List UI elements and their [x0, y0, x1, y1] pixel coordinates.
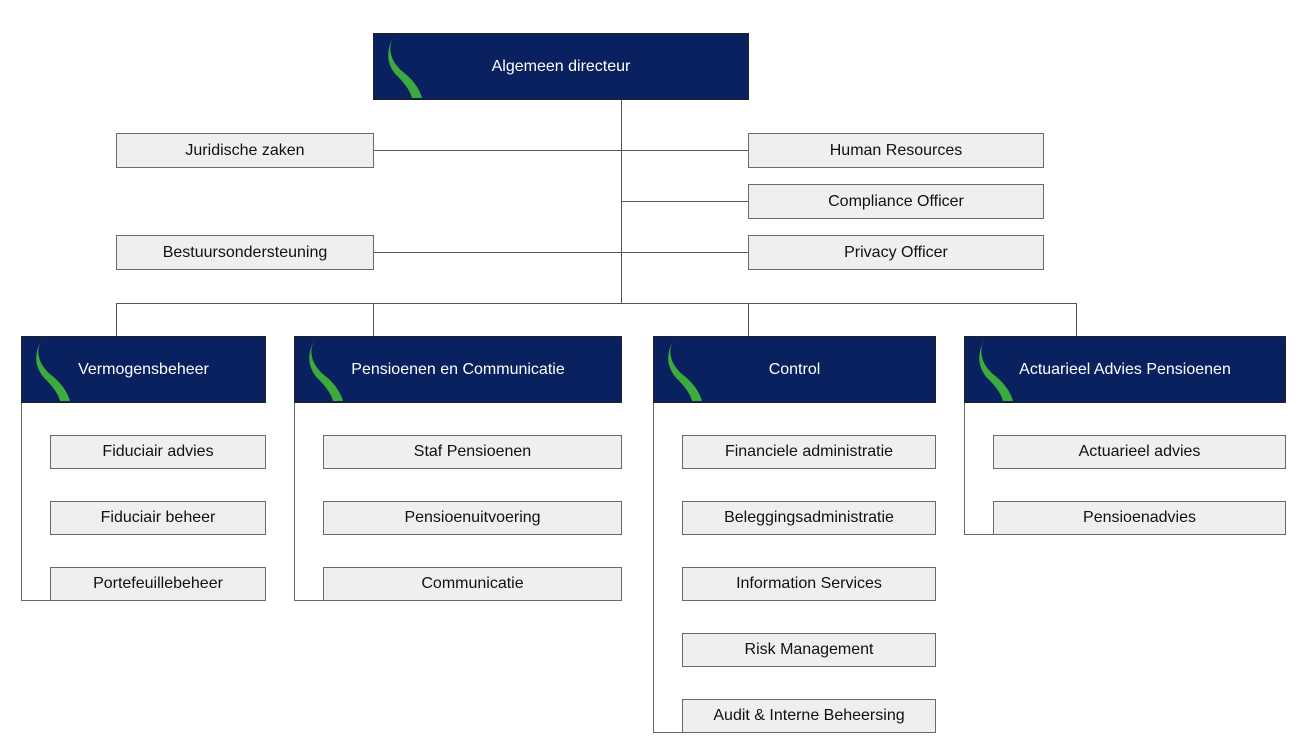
staff-box-privacy-officer: Privacy Officer [748, 235, 1044, 270]
staff-box-compliance-officer: Compliance Officer [748, 184, 1044, 219]
unit-box: Pensioenadvies [993, 501, 1286, 535]
department-panel-vermogensbeheer [21, 402, 51, 601]
logo-swoosh-icon [388, 35, 422, 99]
unit-box: Risk Management [682, 633, 936, 667]
staff-label: Human Resources [829, 141, 963, 159]
department-label: Actuarieel Advies Pensioenen [1019, 360, 1231, 378]
department-panel-actuarieel [964, 402, 994, 535]
department-header-vermogensbeheer: Vermogensbeheer [21, 336, 266, 403]
unit-label: Risk Management [744, 641, 874, 658]
staff-label: Bestuursondersteuning [162, 243, 328, 261]
unit-box: Audit & Interne Beheersing [682, 699, 936, 733]
logo-swoosh-icon [36, 338, 70, 402]
unit-box: Pensioenuitvoering [323, 501, 622, 535]
unit-box: Communicatie [323, 567, 622, 601]
unit-box: Fiduciair beheer [50, 501, 266, 535]
unit-box: Financiele administratie [682, 435, 936, 469]
unit-label: Fiduciair advies [102, 443, 214, 460]
department-label: Control [768, 360, 821, 378]
department-panel-control [653, 402, 683, 733]
unit-label: Pensioenadvies [1083, 509, 1196, 526]
unit-label: Financiele administratie [724, 443, 894, 460]
department-header-actuarieel-advies-pensioenen: Actuarieel Advies Pensioenen [964, 336, 1286, 403]
unit-label: Communicatie [421, 575, 524, 592]
unit-label: Portefeuillebeheer [93, 575, 223, 592]
staff-box-bestuursondersteuning: Bestuursondersteuning [116, 235, 374, 270]
director-box: Algemeen directeur [373, 33, 749, 100]
unit-label: Beleggingsadministratie [724, 509, 894, 526]
logo-swoosh-icon [668, 338, 702, 402]
unit-box: Beleggingsadministratie [682, 501, 936, 535]
logo-swoosh-icon [309, 338, 343, 402]
department-label: Pensioenen en Communicatie [351, 360, 565, 378]
department-header-pensioenen-en-communicatie: Pensioenen en Communicatie [294, 336, 622, 403]
unit-box: Staf Pensioenen [323, 435, 622, 469]
unit-box: Actuarieel advies [993, 435, 1286, 469]
director-label: Algemeen directeur [491, 57, 631, 75]
staff-label: Compliance Officer [828, 192, 964, 210]
unit-label: Information Services [736, 575, 882, 592]
department-label: Vermogensbeheer [78, 360, 209, 378]
department-header-control: Control [653, 336, 936, 403]
unit-box: Information Services [682, 567, 936, 601]
staff-box-juridische-zaken: Juridische zaken [116, 133, 374, 168]
staff-label: Juridische zaken [185, 141, 305, 159]
unit-label: Fiduciair beheer [100, 509, 216, 526]
unit-label: Audit & Interne Beheersing [713, 707, 905, 724]
unit-box: Portefeuillebeheer [50, 567, 266, 601]
logo-swoosh-icon [979, 338, 1013, 402]
department-panel-pensioenen [294, 402, 324, 601]
unit-label: Actuarieel advies [1078, 443, 1201, 460]
unit-box: Fiduciair advies [50, 435, 266, 469]
staff-box-human-resources: Human Resources [748, 133, 1044, 168]
staff-label: Privacy Officer [844, 243, 948, 261]
unit-label: Pensioenuitvoering [404, 509, 541, 526]
unit-label: Staf Pensioenen [413, 443, 532, 460]
